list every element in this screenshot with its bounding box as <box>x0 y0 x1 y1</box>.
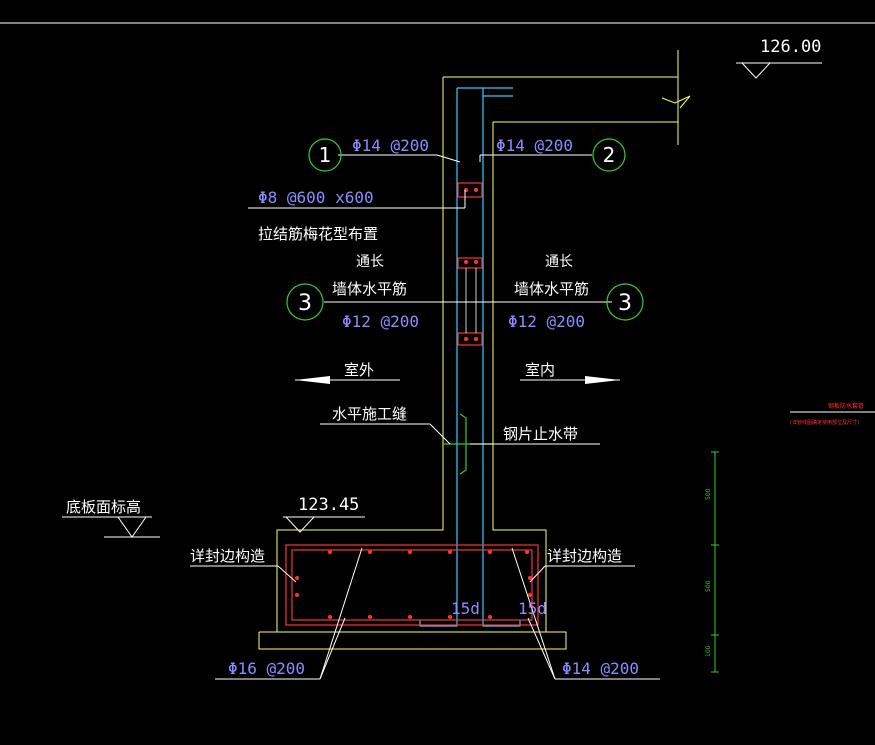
leaders <box>62 62 875 680</box>
leader-b-right-1 <box>527 617 556 680</box>
tie-2 <box>457 257 483 269</box>
dot <box>474 337 478 341</box>
elev-slab-label: 底板面标高 <box>66 498 141 516</box>
spec-c2: Φ14 @200 <box>496 136 573 155</box>
callout-circles <box>286 138 644 321</box>
dot <box>525 550 529 554</box>
base-slab <box>258 631 567 650</box>
spec-tie: Φ8 @600 x600 <box>258 188 374 207</box>
dot <box>368 550 372 554</box>
dot <box>295 576 299 580</box>
leader-b-left-2 <box>319 617 346 680</box>
elev-triangle-top <box>740 62 772 79</box>
tie-1 <box>457 182 483 198</box>
callout-circle-2 <box>592 138 626 172</box>
side-note-title: 钢板防水套管 <box>828 402 864 410</box>
rebar-dots <box>295 188 532 619</box>
callout-num-1: 1 <box>319 143 332 167</box>
labels: 126.00 123.45 底板面标高 1 2 3 3 Φ14 @200 Φ14… <box>66 37 864 678</box>
elev-slab: 123.45 <box>298 495 359 515</box>
edge-left: 详封边构造 <box>190 547 265 565</box>
dot <box>528 593 532 597</box>
leader-b-left-1 <box>319 547 363 680</box>
edge-right: 详封边构造 <box>547 547 622 565</box>
dot <box>328 615 332 619</box>
dim-2: 500 <box>705 580 712 592</box>
dot <box>474 188 478 192</box>
callout-num-3-right: 3 <box>618 291 632 316</box>
callout-circle-3-right <box>606 283 644 321</box>
dot <box>328 550 332 554</box>
c3-left-line1: 通长 <box>356 254 384 270</box>
leader-c1-tip <box>436 154 461 163</box>
wall-outline <box>258 50 691 650</box>
leader-edge-right-tip <box>529 565 546 583</box>
anchor-right: 15d <box>518 599 547 618</box>
dot <box>464 260 468 264</box>
dim-1: 500 <box>705 488 712 500</box>
tie-verticals <box>465 268 477 333</box>
main-rebar <box>419 87 521 627</box>
side-outside: 室外 <box>344 361 374 379</box>
arrow-left <box>295 376 330 384</box>
dot <box>368 615 372 619</box>
callout-circle-3-left <box>286 283 324 321</box>
spec-c1: Φ14 @200 <box>352 136 429 155</box>
arrows <box>295 376 620 384</box>
bottom-bar-right: Φ14 @200 <box>562 659 639 678</box>
leader-b-right-2 <box>511 547 556 680</box>
stirrups <box>285 182 539 626</box>
dot <box>295 593 299 597</box>
dot <box>464 337 468 341</box>
dimension <box>711 451 719 673</box>
c3-right-spec: Φ12 @200 <box>508 312 585 331</box>
arrow-right <box>585 376 620 384</box>
dot <box>528 576 532 580</box>
dot <box>488 550 492 554</box>
joint-label: 水平施工缝 <box>332 405 407 423</box>
tie-desc: 拉结筋梅花型布置 <box>258 225 378 243</box>
c3-left-line2: 墙体水平筋 <box>332 280 407 298</box>
bottom-bar-left: Φ16 @200 <box>228 659 305 678</box>
wall-body <box>276 77 547 633</box>
dot <box>474 260 478 264</box>
side-note-subtitle: (详管线图确定使用部位及尺寸) <box>790 419 859 426</box>
c3-right-line2: 墙体水平筋 <box>514 280 589 298</box>
c3-right-line1: 通长 <box>545 254 573 270</box>
c3-left-spec: Φ12 @200 <box>342 312 419 331</box>
dot <box>408 550 412 554</box>
side-inside: 室内 <box>525 361 555 379</box>
base-stirrup-inner <box>291 549 533 621</box>
dim-3: 100 <box>705 645 712 657</box>
rebar-1 <box>419 88 458 627</box>
waterstop-label: 钢片止水带 <box>503 425 578 443</box>
tie-3 <box>457 332 483 346</box>
elev-triangle-label <box>117 516 147 538</box>
leader-joint-tip <box>429 423 451 445</box>
rebar-2 <box>482 88 521 627</box>
elev-top: 126.00 <box>760 37 821 57</box>
callout-num-3-left: 3 <box>298 291 312 316</box>
dot <box>408 615 412 619</box>
dot <box>448 550 452 554</box>
elev-markers <box>117 62 772 538</box>
elev-triangle-slab <box>284 516 316 533</box>
leader-edge-left-tip <box>277 565 297 583</box>
callout-circle-1 <box>308 138 342 172</box>
dot <box>488 615 492 619</box>
base-stirrup-outer <box>285 544 539 626</box>
anchor-left: 15d <box>451 599 480 618</box>
dot <box>448 615 452 619</box>
break-symbol <box>661 95 691 109</box>
callout-num-2: 2 <box>603 143 616 167</box>
